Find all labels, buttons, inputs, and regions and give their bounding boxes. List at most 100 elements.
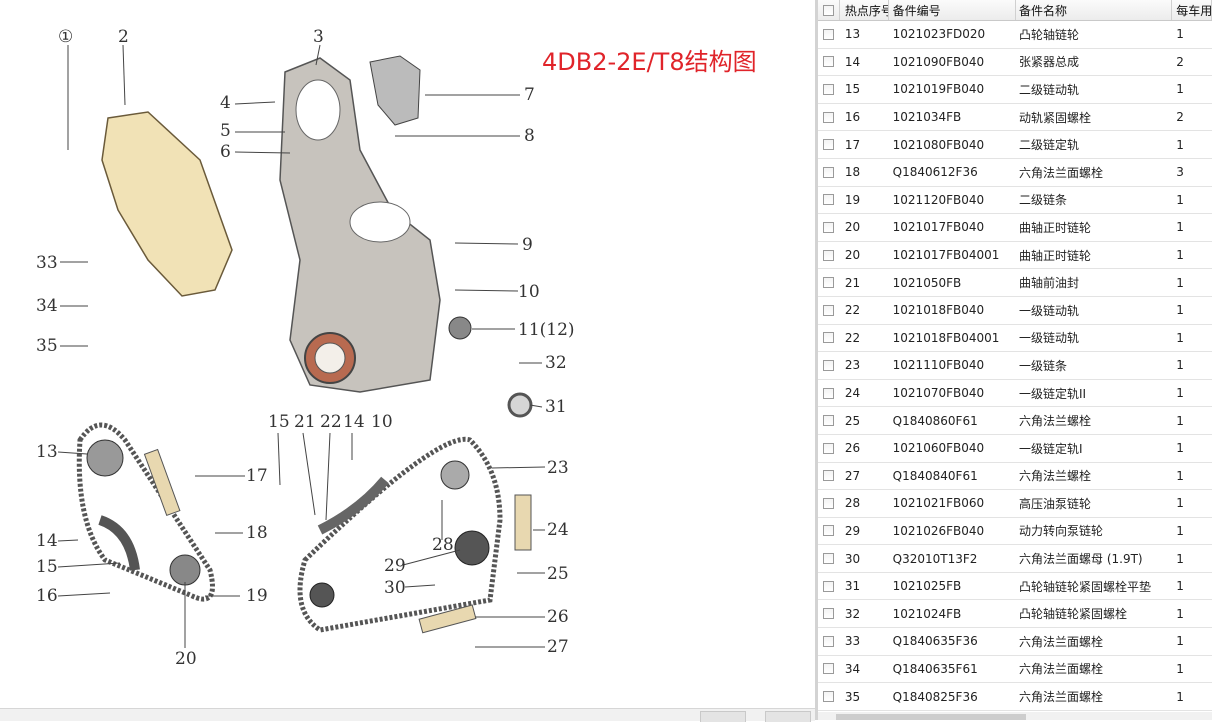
table-row[interactable]: 16 1021034FB 动轨紧固螺栓 2 (818, 104, 1212, 132)
table-row[interactable]: 22 1021018FB04001 一级链动轨 1 (818, 325, 1212, 353)
row-select[interactable] (818, 407, 840, 434)
table-row[interactable]: 19 1021120FB040 二级链条 1 (818, 187, 1212, 215)
checkbox[interactable] (823, 166, 835, 178)
table-row[interactable]: 35 Q1840825F36 六角法兰面螺栓 1 (818, 683, 1212, 711)
table-row[interactable]: 20 1021017FB040 曲轴正时链轮 1 (818, 214, 1212, 242)
row-select[interactable] (818, 242, 840, 269)
header-select-all[interactable] (818, 0, 840, 20)
table-row[interactable]: 33 Q1840635F36 六角法兰面螺栓 1 (818, 628, 1212, 656)
checkbox[interactable] (823, 442, 835, 454)
checkbox[interactable] (823, 691, 835, 703)
part-number-cell: Q1840840F61 (892, 468, 978, 483)
checkbox[interactable] (823, 387, 835, 399)
row-select[interactable] (818, 325, 840, 352)
part-name-cell: 高压油泵链轮 (1019, 496, 1092, 511)
checkbox[interactable] (823, 525, 835, 537)
row-select[interactable] (818, 628, 840, 655)
header-part-name[interactable]: 备件名称 (1016, 0, 1173, 20)
header-hotspot-no[interactable]: 热点序号 (840, 0, 889, 20)
checkbox[interactable] (823, 304, 835, 316)
checkbox[interactable] (823, 553, 835, 565)
checkbox[interactable] (823, 332, 835, 344)
row-select[interactable] (818, 490, 840, 517)
row-select[interactable] (818, 297, 840, 324)
diagram-horizontal-scrollbar[interactable] (0, 708, 815, 722)
header-qty-per-vehicle[interactable]: 每车用 (1172, 0, 1212, 20)
table-row[interactable]: 28 1021021FB060 高压油泵链轮 1 (818, 490, 1212, 518)
scroll-button[interactable] (700, 711, 746, 722)
checkbox[interactable] (823, 663, 835, 675)
hotspot-no-cell: 21 (844, 275, 861, 290)
checkbox[interactable] (823, 83, 835, 95)
table-row[interactable]: 27 Q1840840F61 六角法兰螺栓 1 (818, 463, 1212, 491)
row-select[interactable] (818, 463, 840, 490)
row-select[interactable] (818, 352, 840, 379)
row-select[interactable] (818, 214, 840, 241)
row-select[interactable] (818, 545, 840, 572)
row-select[interactable] (818, 656, 840, 683)
checkbox[interactable] (823, 194, 835, 206)
row-select[interactable] (818, 435, 840, 462)
crankshaft-seal-bore (314, 342, 346, 374)
checkbox[interactable] (823, 359, 835, 371)
part-number-cell: 1021026FB040 (892, 523, 985, 538)
checkbox[interactable] (823, 635, 835, 647)
row-select[interactable] (818, 49, 840, 76)
row-select[interactable] (818, 76, 840, 103)
row-select[interactable] (818, 131, 840, 158)
table-row[interactable]: 14 1021090FB040 张紧器总成 2 (818, 49, 1212, 77)
table-row[interactable]: 32 1021024FB 凸轮轴链轮紧固螺栓 1 (818, 600, 1212, 629)
row-select[interactable] (818, 159, 840, 186)
callout-label: 20 (175, 649, 197, 669)
scroll-thumb[interactable] (836, 714, 1026, 720)
checkbox[interactable] (823, 580, 835, 592)
grid-horizontal-scrollbar[interactable] (818, 712, 1212, 720)
checkbox[interactable] (823, 608, 835, 620)
table-row[interactable]: 17 1021080FB040 二级链定轨 1 (818, 131, 1212, 159)
table-row[interactable]: 20 1021017FB04001 曲轴正时链轮 1 (818, 242, 1212, 270)
qty-cell: 1 (1176, 220, 1184, 235)
checkbox[interactable] (823, 139, 835, 151)
row-select[interactable] (818, 269, 840, 296)
checkbox[interactable] (823, 415, 835, 427)
panel-splitter[interactable] (815, 0, 818, 720)
checkbox[interactable] (823, 221, 835, 233)
row-select[interactable] (818, 187, 840, 214)
table-row[interactable]: 18 Q1840612F36 六角法兰面螺栓 3 (818, 159, 1212, 187)
part-name-cell: 曲轴前油封 (1019, 276, 1080, 291)
table-row[interactable]: 34 Q1840635F61 六角法兰面螺栓 1 (818, 656, 1212, 684)
table-row[interactable]: 15 1021019FB040 二级链动轨 1 (818, 76, 1212, 104)
checkbox[interactable] (823, 470, 835, 482)
table-row[interactable]: 29 1021026FB040 动力转向泵链轮 1 (818, 518, 1212, 546)
row-select[interactable] (818, 683, 840, 710)
scroll-button[interactable] (765, 711, 811, 722)
checkbox[interactable] (823, 497, 835, 509)
row-select[interactable] (818, 600, 840, 627)
table-row[interactable]: 23 1021110FB040 一级链条 1 (818, 352, 1212, 380)
row-select[interactable] (818, 104, 840, 131)
checkbox[interactable] (823, 249, 835, 261)
qty-cell: 1 (1176, 468, 1184, 483)
table-row[interactable]: 13 1021023FD020 凸轮轴链轮 1 (818, 21, 1212, 49)
table-row[interactable]: 24 1021070FB040 一级链定轨II 1 (818, 380, 1212, 408)
row-select[interactable] (818, 21, 840, 48)
checkbox[interactable] (823, 56, 835, 68)
diagram-drawing (57, 44, 546, 648)
header-part-number[interactable]: 备件编号 (889, 0, 1016, 20)
table-row[interactable]: 31 1021025FB 凸轮轴链轮紧固螺栓平垫 1 (818, 573, 1212, 601)
grid-body: 13 1021023FD020 凸轮轴链轮 1 14 1021090FB040 … (818, 21, 1212, 711)
table-row[interactable]: 22 1021018FB040 一级链动轨 1 (818, 297, 1212, 325)
checkbox[interactable] (823, 277, 835, 289)
table-row[interactable]: 30 Q32010T13F2 六角法兰面螺母 (1.9T) 1 (818, 545, 1212, 573)
table-row[interactable]: 26 1021060FB040 一级链定轨I 1 (818, 435, 1212, 463)
table-row[interactable]: 21 1021050FB 曲轴前油封 1 (818, 269, 1212, 297)
part-number-cell: 1021025FB (892, 579, 962, 594)
row-select[interactable] (818, 380, 840, 407)
row-select[interactable] (818, 518, 840, 545)
checkbox[interactable] (823, 28, 835, 40)
checkbox[interactable] (823, 111, 835, 123)
pump-sprocket (440, 460, 470, 490)
table-row[interactable]: 25 Q1840860F61 六角法兰螺栓 1 (818, 407, 1212, 435)
checkbox[interactable] (822, 4, 834, 16)
row-select[interactable] (818, 573, 840, 600)
